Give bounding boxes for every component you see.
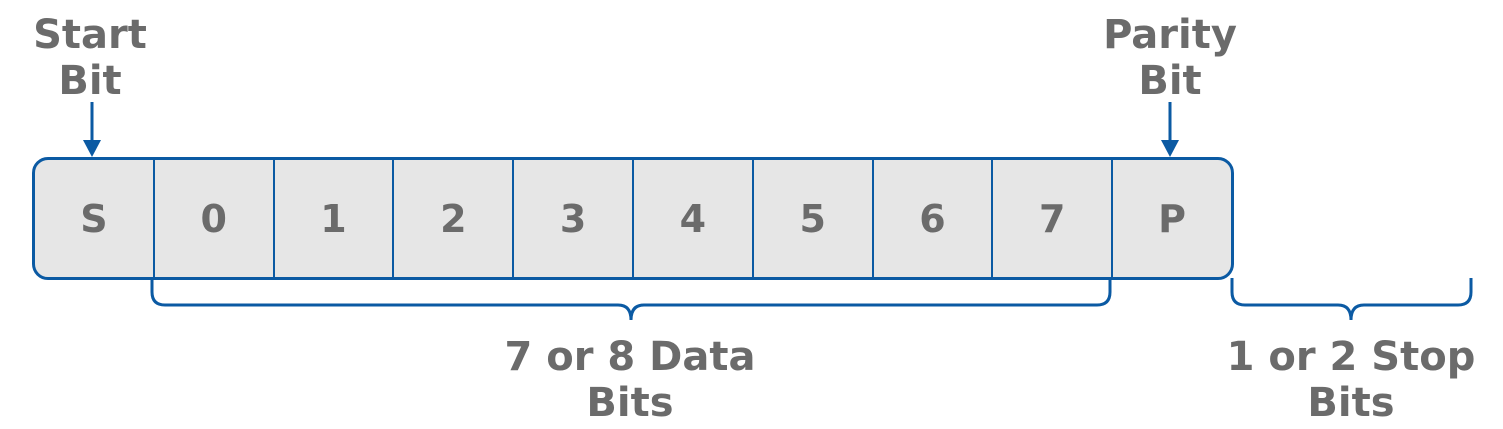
- stop-bits-label-line2: Bits: [1307, 380, 1395, 426]
- cell-start-bit: S: [35, 160, 155, 277]
- parity-bit-label-line2: Bit: [1138, 58, 1202, 104]
- start-bit-label-line1: Start: [33, 12, 147, 58]
- cell-data-bit-0: 0: [155, 160, 275, 277]
- uart-frame: S 0 1 2 3 4 5 6 7 P: [32, 157, 1234, 280]
- start-bit-label: Start Bit: [20, 12, 160, 104]
- data-bits-bracket: [150, 278, 1112, 321]
- cell-data-bit-2: 2: [394, 160, 515, 277]
- data-bits-label: 7 or 8 Data Bits: [480, 334, 780, 426]
- cell-data-bit-7: 7: [993, 160, 1114, 277]
- parity-bit-label-line1: Parity: [1103, 12, 1237, 58]
- start-bit-label-line2: Bit: [58, 58, 122, 104]
- cell-data-bit-3: 3: [514, 160, 634, 277]
- parity-bit-label: Parity Bit: [1090, 12, 1250, 104]
- cell-parity-bit: P: [1158, 196, 1186, 241]
- data-bits-label-line1: 7 or 8 Data: [504, 334, 756, 380]
- start-bit-arrowhead: [83, 140, 101, 157]
- cell-data-bit-4: 4: [634, 160, 754, 277]
- stop-bits-label-line1: 1 or 2 Stop: [1226, 334, 1476, 380]
- cell-data-bit-5: 5: [754, 160, 874, 277]
- data-bits-label-line2: Bits: [586, 380, 674, 426]
- cell-data-bit-6: 6: [874, 160, 994, 277]
- stop-bits-bracket: [1230, 278, 1473, 321]
- stop-bits-label: 1 or 2 Stop Bits: [1220, 334, 1482, 426]
- cell-data-bit-1: 1: [275, 160, 395, 277]
- parity-bit-arrowhead: [1161, 140, 1179, 157]
